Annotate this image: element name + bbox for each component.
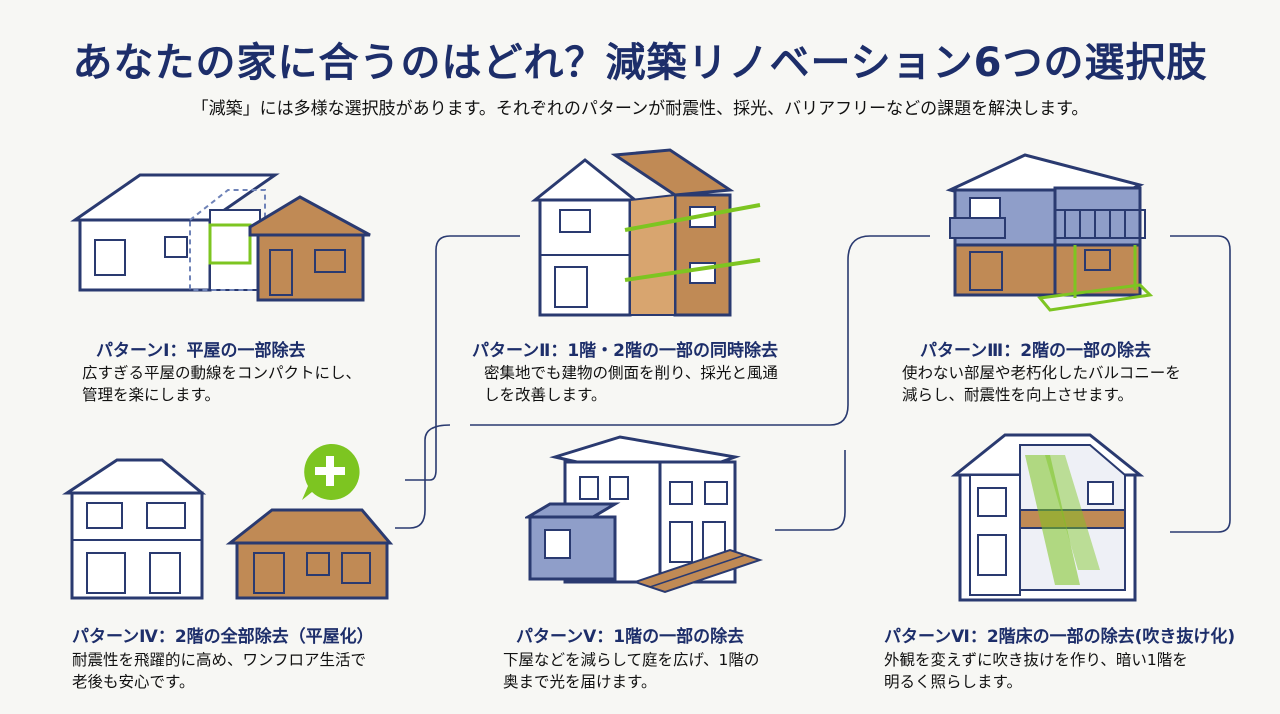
connector-3-6 (1170, 235, 1231, 533)
pattern-3-desc: 使わない部屋や老朽化したバルコニーを 減らし、耐震性を向上させます。 (902, 364, 1181, 404)
pattern-4-desc: 耐震性を飛躍的に高め、ワンフロア生活で 老後も安心です。 (72, 651, 367, 691)
page-title: あなたの家に合うのはどれ？減築リノベーション6つの選択肢 (72, 40, 1208, 86)
connector-4-5 (395, 424, 451, 529)
connector-5-6 (775, 450, 846, 531)
pattern-6-illustration (950, 433, 1145, 602)
pattern-1-desc: 広すぎる平屋の動線をコンパクトにし、 管理を楽にします。 (82, 364, 362, 404)
pattern-5-desc: 下屋などを減らして庭を広げ、1階の 奥まで光を届けます。 (503, 651, 760, 691)
pattern-5-illustration (525, 435, 764, 594)
pattern-1-title: パターンⅠ：平屋の一部除去 (96, 341, 306, 361)
pattern-6-title: パターンⅥ：2階床の一部の除去(吹き抜け化) (884, 627, 1236, 647)
connector-2-3 (470, 235, 930, 426)
pattern-6-desc: 外観を変えずに吹き抜けを作り、暗い1階を 明るく照らします。 (884, 651, 1188, 691)
pattern-5-title: パターンⅤ：1階の一部の除去 (516, 627, 745, 647)
pattern-3-title: パターンⅢ：2階の一部の除去 (920, 341, 1152, 361)
pattern-4-title: パターンⅣ：2階の全部除去（平屋化） (72, 627, 374, 647)
pattern-4-illustration (62, 458, 394, 600)
page-subtitle: 「減築」には多様な選択肢があります。それぞれのパターンが耐震性、採光、バリアフリ… (191, 99, 1089, 119)
connector-1-2 (405, 235, 520, 481)
pattern-2-desc: 密集地でも建物の側面を削り、採光と風通 しを改善します。 (484, 364, 778, 404)
plus-icon (302, 443, 360, 500)
pattern-3-illustration (945, 153, 1154, 312)
pattern-2-title: パターンⅡ：1階・2階の一部の同時除去 (472, 341, 779, 361)
pattern-1-illustration (70, 173, 371, 302)
pattern-2-illustration (530, 148, 761, 317)
